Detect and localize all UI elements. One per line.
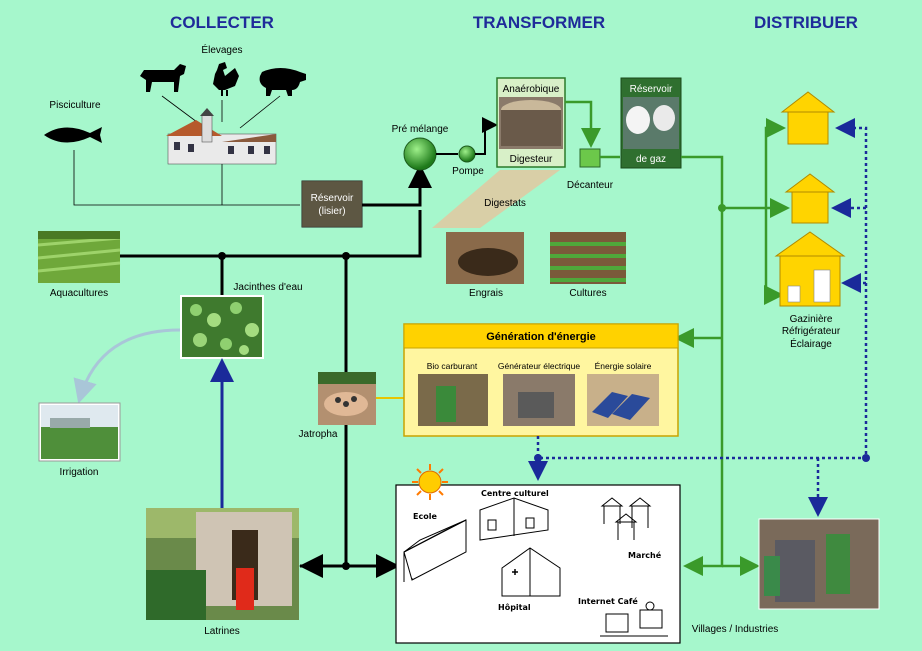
- engrais-photo: [446, 232, 524, 284]
- irrigation-photo: [38, 402, 121, 462]
- digesteur: Anaérobique Digesteur: [496, 77, 566, 168]
- label-latrines: Latrines: [204, 626, 240, 637]
- sun-icon: [412, 464, 448, 500]
- flow-house-3: [764, 208, 784, 305]
- cultures-photo: [550, 232, 626, 284]
- junction-dot-blue-2: [534, 454, 542, 462]
- header-distribuer: DISTRIBUER: [754, 13, 858, 32]
- label-jacinthes: Jacinthes d'eau: [233, 282, 302, 293]
- flow-pompe-digesteur: [475, 117, 498, 155]
- label-jatropha: Jatropha: [299, 429, 338, 440]
- farm-icon: [166, 108, 277, 165]
- generation-energie-box: Génération d'énergie Bio carburant Génér…: [403, 323, 679, 437]
- label-pompe: Pompe: [452, 166, 484, 177]
- industry-photo: [758, 518, 880, 610]
- house-icon: [780, 91, 836, 145]
- label-bio-carburant: Bio carburant: [427, 361, 478, 371]
- junction-dot-blue-1: [862, 454, 870, 462]
- label-pre-melange: Pré mélange: [392, 124, 449, 135]
- junction-dot-1: [218, 252, 226, 260]
- jacinthes-photo: [180, 295, 264, 359]
- label-cultures: Cultures: [569, 288, 606, 299]
- label-villages: Villages / Industries: [692, 624, 779, 635]
- header-transformer: TRANSFORMER: [473, 13, 605, 32]
- label-reservoir-gaz-2: de gaz: [636, 154, 666, 165]
- label-energie-solaire: Énergie solaire: [595, 361, 652, 371]
- label-generation: Génération d'énergie: [486, 331, 596, 343]
- line-pisciculture-reservoir: [73, 150, 300, 206]
- reservoir-gaz: Réservoir de gaz: [620, 77, 682, 169]
- label-internet-cafe: Internet Café: [578, 596, 638, 606]
- pompe-ball: [458, 145, 476, 163]
- label-hopital: Hôpital: [498, 602, 531, 612]
- label-pisciculture: Pisciculture: [49, 100, 101, 111]
- label-marche: Marché: [628, 550, 662, 560]
- market-stalls: [600, 497, 652, 540]
- label-centre-culturel: Centre culturel: [481, 489, 549, 498]
- premix-ball: [403, 137, 437, 171]
- internet-cafe-sketch: [600, 601, 668, 637]
- jatropha-photo: [318, 372, 376, 425]
- fish-icon: [44, 127, 102, 143]
- label-digesteur: Digesteur: [510, 154, 553, 165]
- label-refrigerateur: Réfrigérateur: [782, 326, 841, 337]
- label-eclairage: Éclairage: [790, 337, 832, 350]
- label-gaziniere: Gazinière: [790, 314, 833, 325]
- header-collecter: COLLECTER: [170, 13, 274, 32]
- cow-icon: [140, 64, 186, 92]
- flow-jacinthes-irrigation: [73, 328, 181, 404]
- junction-dot-3: [342, 562, 350, 570]
- hospital-building: [501, 547, 561, 597]
- cultural-center-building: [479, 497, 549, 541]
- decanteur-box: [579, 148, 601, 168]
- label-engrais: Engrais: [469, 288, 503, 299]
- label-reservoir-gaz-1: Réservoir: [630, 84, 673, 95]
- pig-icon: [259, 68, 306, 96]
- label-decanteur: Décanteur: [567, 180, 614, 191]
- label-aquacultures: Aquacultures: [50, 288, 108, 299]
- house-icon: [784, 173, 836, 224]
- rooster-icon: [213, 62, 239, 96]
- reservoir-lisier-label-1: Réservoir: [311, 193, 354, 204]
- junction-dot-green: [718, 204, 726, 212]
- label-digestats: Digestats: [484, 198, 526, 209]
- label-generateur: Générateur électrique: [498, 361, 580, 371]
- aquacultures-photo: [37, 231, 121, 283]
- label-irrigation: Irrigation: [60, 467, 99, 478]
- flow-reservoir-premix: [362, 164, 432, 207]
- flow-digesteur-decanteur: [565, 100, 601, 148]
- latrines-photo: [146, 508, 299, 620]
- junction-dot-2: [342, 252, 350, 260]
- flow-aqua-premix: [120, 210, 422, 258]
- label-elevages: Élevages: [201, 43, 242, 56]
- flow-house-1: [764, 118, 786, 208]
- label-anaerobique: Anaérobique: [503, 84, 560, 95]
- reservoir-lisier: Réservoir (lisier): [301, 180, 363, 228]
- reservoir-lisier-label-2: (lisier): [318, 206, 345, 217]
- line-pig-farm: [239, 95, 281, 129]
- house-icon: [774, 231, 846, 307]
- flow-reservoir-bus: [681, 155, 724, 576]
- villages-box: Ecole Centre culturel Marché Hôpital Int…: [395, 464, 681, 644]
- digestats-band: [432, 170, 560, 228]
- school-building: [403, 519, 467, 582]
- label-ecole: Ecole: [413, 512, 437, 521]
